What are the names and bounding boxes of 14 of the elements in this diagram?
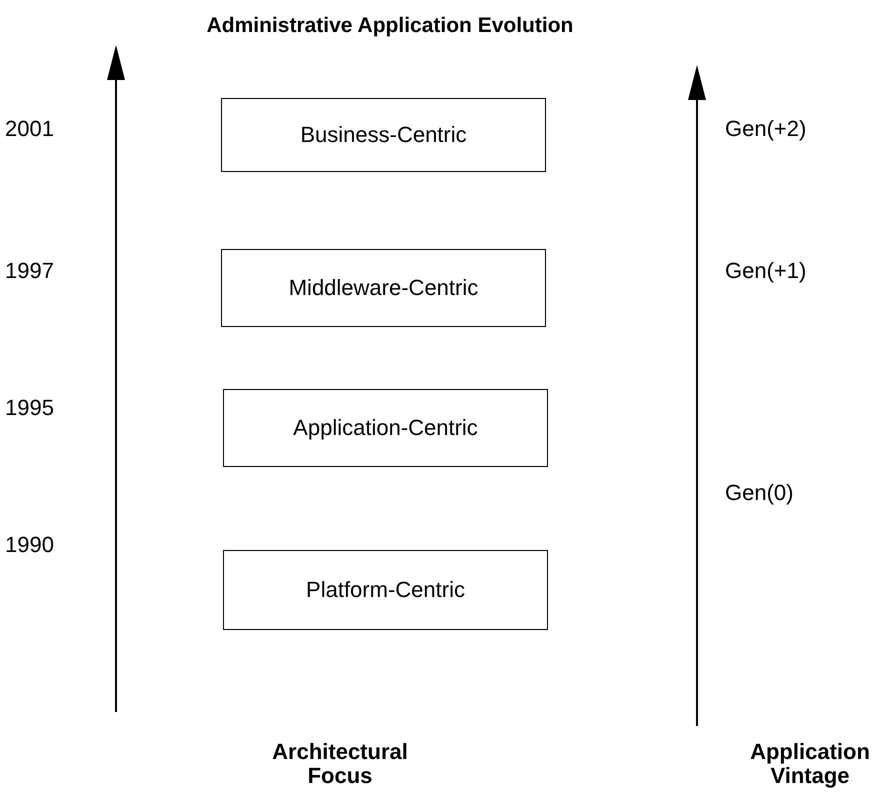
year-label: 1990 [5, 532, 54, 558]
generation-label: Gen(+1) [725, 258, 806, 284]
axis-title: Application Vintage [749, 740, 871, 788]
era-box: Middleware-Centric [221, 249, 546, 327]
axis-title: Architectural Focus [271, 740, 409, 788]
generation-label: Gen(+2) [725, 116, 806, 142]
era-box: Application-Centric [223, 389, 548, 467]
year-label: 1995 [5, 395, 54, 421]
diagram-title: Administrative Application Evolution [206, 14, 574, 37]
era-box: Platform-Centric [223, 550, 548, 630]
year-label: 1997 [5, 258, 54, 284]
generation-label: Gen(0) [725, 480, 794, 506]
year-label: 2001 [5, 116, 54, 142]
era-box: Business-Centric [221, 98, 546, 172]
